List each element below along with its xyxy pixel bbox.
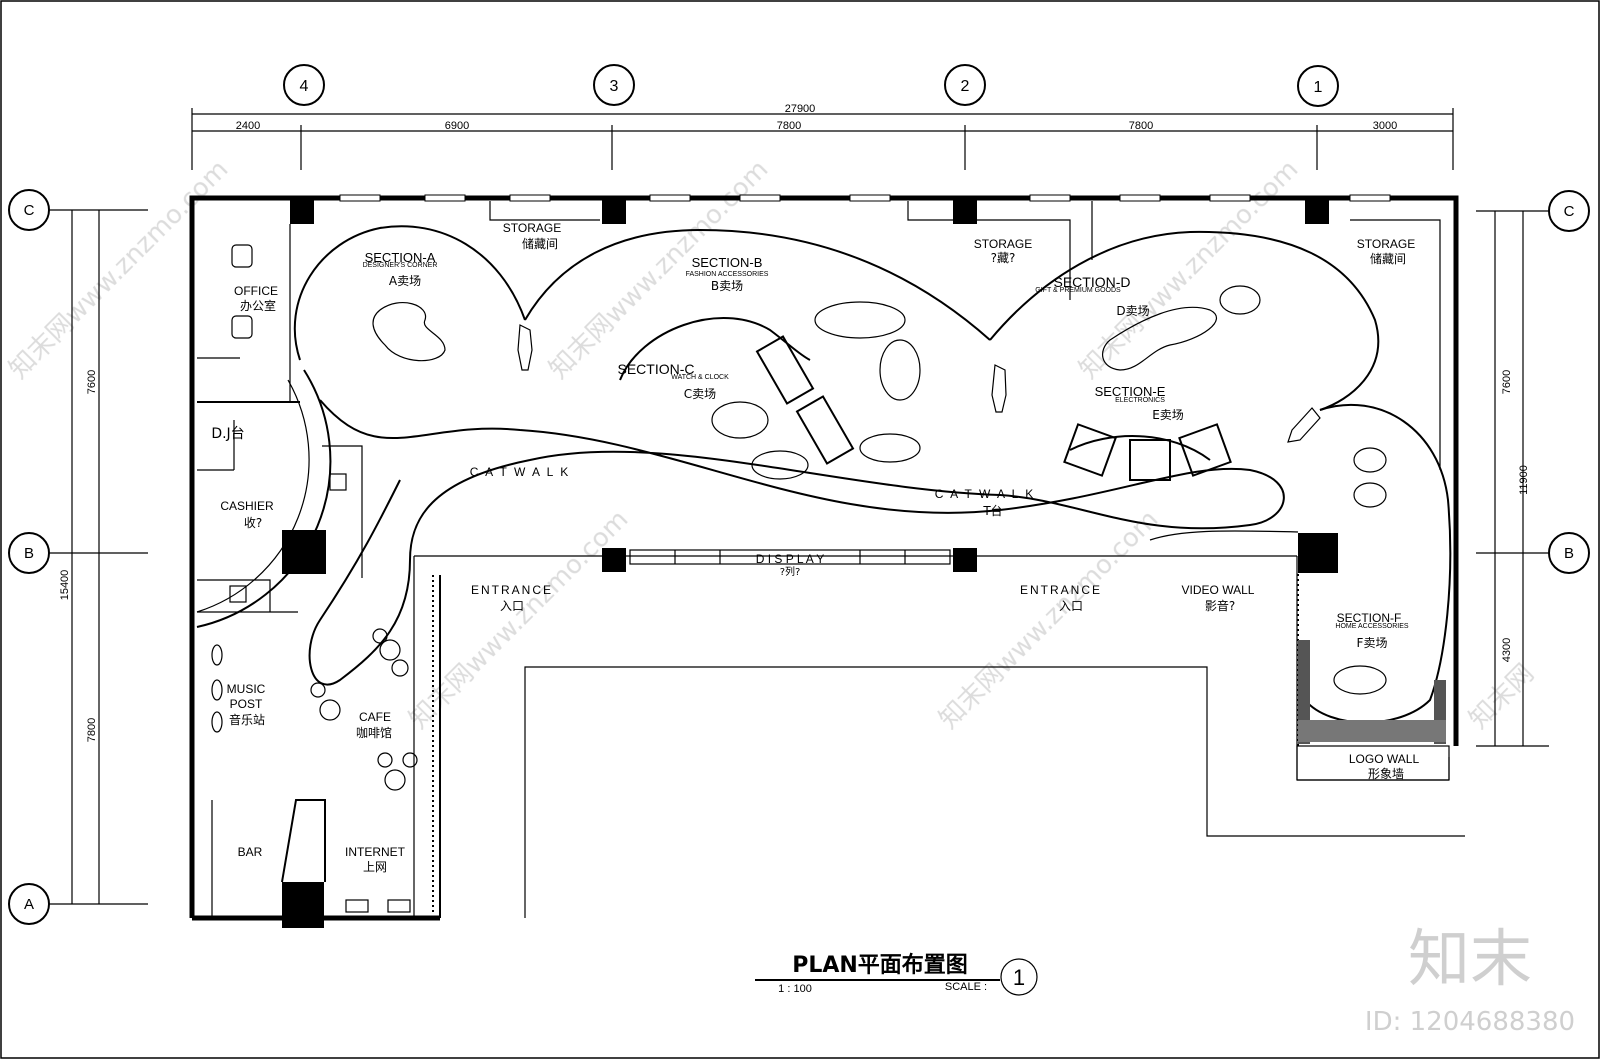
dj-label: D.J台 — [211, 426, 244, 442]
catwalk-2-cn: T台 — [982, 503, 1002, 518]
brand-id: ID: 1204688380 — [1365, 1007, 1575, 1037]
storage-2-label: STORAGE — [974, 237, 1032, 251]
grid-column-markers: 4 3 2 1 — [283, 64, 1339, 107]
dim-seg-1: 2400 — [236, 120, 260, 132]
section-f-cn: F卖场 — [1357, 636, 1388, 650]
section-a-cn: A卖场 — [389, 274, 421, 288]
dim-right-total: 11900 — [1518, 465, 1530, 495]
dim-left-seg-2: 7800 — [86, 718, 98, 742]
display-label: D I S P L A Y — [756, 552, 825, 566]
grid-col-3: 3 — [610, 78, 619, 95]
svg-text:知末网: 知末网 — [1464, 659, 1540, 735]
grid-row-c-left: C — [24, 202, 35, 219]
music-cn: 音乐站 — [229, 712, 265, 727]
section-b-sub: FASHION ACCESSORIES — [686, 271, 769, 278]
section-d-title: SECTION-D — [1054, 274, 1131, 290]
section-f-sub: HOME ACCESSORIES — [1335, 623, 1408, 630]
grid-col-4: 4 — [300, 78, 309, 95]
left-dimensions: 15400 7600 7800 — [59, 210, 100, 904]
section-f-title: SECTION-F — [1337, 611, 1402, 625]
storage-1-label: STORAGE — [503, 221, 561, 235]
plan-title: PLAN平面布置图 — [792, 952, 968, 978]
office-label: OFFICE — [234, 284, 278, 298]
section-e-cn: E卖场 — [1152, 408, 1184, 422]
internet-cn: 上网 — [363, 860, 387, 874]
cafe-label: CAFE — [359, 710, 391, 724]
entrance-2-label: ENTRANCE — [1020, 583, 1102, 597]
section-d-cn: D卖场 — [1116, 304, 1149, 318]
bar-label: BAR — [238, 845, 263, 859]
dim-seg-5: 3000 — [1373, 120, 1397, 132]
dim-right-seg-2: 4300 — [1501, 638, 1513, 662]
music-label-2: POST — [230, 697, 263, 711]
entrance-1-cn: 入口 — [500, 599, 524, 613]
brand-watermark: 知末 ID: 1204688380 — [1365, 922, 1575, 1037]
section-c-title: SECTION-C — [618, 361, 695, 377]
grid-row-a-left: A — [24, 896, 34, 913]
scale-ratio: 1 : 100 — [778, 983, 812, 995]
grid-row-c-right: C — [1564, 203, 1575, 220]
grid-row-b-right: B — [1564, 545, 1574, 562]
video-wall-label: VIDEO WALL — [1182, 583, 1255, 597]
logo-wall-label: LOGO WALL — [1349, 752, 1420, 766]
brand-logo: 知末 — [1408, 922, 1532, 995]
video-wall-cn: 影音? — [1205, 598, 1235, 613]
catwalk-1-label: C A T W A L K — [470, 465, 570, 479]
grid-col-2: 2 — [961, 78, 970, 95]
dim-seg-4: 7800 — [1129, 120, 1153, 132]
dim-seg-3: 7800 — [777, 120, 801, 132]
svg-text:知末网www.znzmo.com: 知末网www.znzmo.com — [1074, 154, 1305, 385]
music-label-1: MUSIC — [227, 682, 266, 696]
storage-3-label: STORAGE — [1357, 237, 1415, 251]
storage-1-cn: 储藏间 — [522, 236, 558, 251]
dim-left-total: 15400 — [59, 570, 71, 601]
cashier-cn: 收? — [244, 516, 262, 530]
section-e-sub: ELECTRONICS — [1115, 397, 1165, 404]
svg-text:知末网www.znzmo.com: 知末网www.znzmo.com — [4, 154, 235, 385]
display-furniture — [211, 244, 1387, 913]
section-display-arcs — [293, 225, 1452, 724]
svg-text:知末网www.znzmo.com: 知末网www.znzmo.com — [404, 504, 635, 735]
catwalk-2-label: C A T W A L K — [935, 487, 1035, 501]
display-cn: ?列? — [780, 565, 801, 578]
section-c-sub: WATCH & CLOCK — [671, 374, 729, 381]
section-c-cn: C卖场 — [684, 387, 716, 401]
logo-wall-hatch — [1298, 640, 1446, 744]
logo-wall-cn: 形象墙 — [1368, 767, 1404, 781]
dim-right-seg-1: 7600 — [1501, 370, 1513, 394]
dim-total-top: 27900 — [785, 103, 816, 115]
internet-label: INTERNET — [345, 845, 406, 859]
cafe-cn: 咖啡馆 — [356, 725, 392, 740]
grid-row-b-left: B — [24, 545, 34, 562]
section-b-title: SECTION-B — [692, 255, 763, 270]
storage-3-cn: 储藏间 — [1370, 251, 1406, 266]
dim-seg-2: 6900 — [445, 120, 469, 132]
top-dimensions: 27900 2400 6900 7800 7800 3000 — [191, 103, 1454, 170]
entrance-2-cn: 入口 — [1059, 599, 1083, 613]
svg-text:知末网www.znzmo.com: 知末网www.znzmo.com — [934, 504, 1165, 735]
dim-left-seg-1: 7600 — [86, 370, 98, 394]
sheet-number: 1 — [1013, 965, 1025, 990]
section-a-title: SECTION-A — [365, 250, 436, 265]
section-e-title: SECTION-E — [1095, 384, 1166, 399]
entrance-1-label: ENTRANCE — [471, 583, 553, 597]
title-block: PLAN平面布置图 1 : 100 SCALE : 1 — [755, 952, 1038, 996]
outer-walls — [189, 194, 1465, 921]
storage-2-cn: ?藏? — [991, 251, 1016, 265]
grid-col-1: 1 — [1314, 79, 1323, 96]
section-b-cn: B卖场 — [711, 279, 743, 293]
catwalk-path — [308, 399, 1299, 686]
section-a-sub: DESIGNER'S CORNER — [363, 262, 438, 269]
scale-label: SCALE : — [945, 981, 987, 993]
office-cn: 办公室 — [240, 298, 276, 313]
room-labels: STORAGE 储藏间 STORAGE ?藏? STORAGE 储藏间 OFFI… — [211, 221, 1419, 874]
cashier-label: CASHIER — [220, 499, 274, 513]
right-dimensions: 7600 11900 4300 — [1476, 211, 1549, 747]
section-d-sub: GIFT & PREMIUM GOODS — [1035, 287, 1121, 294]
section-labels: SECTION-A DESIGNER'S CORNER A卖场 SECTION-… — [363, 250, 1409, 650]
